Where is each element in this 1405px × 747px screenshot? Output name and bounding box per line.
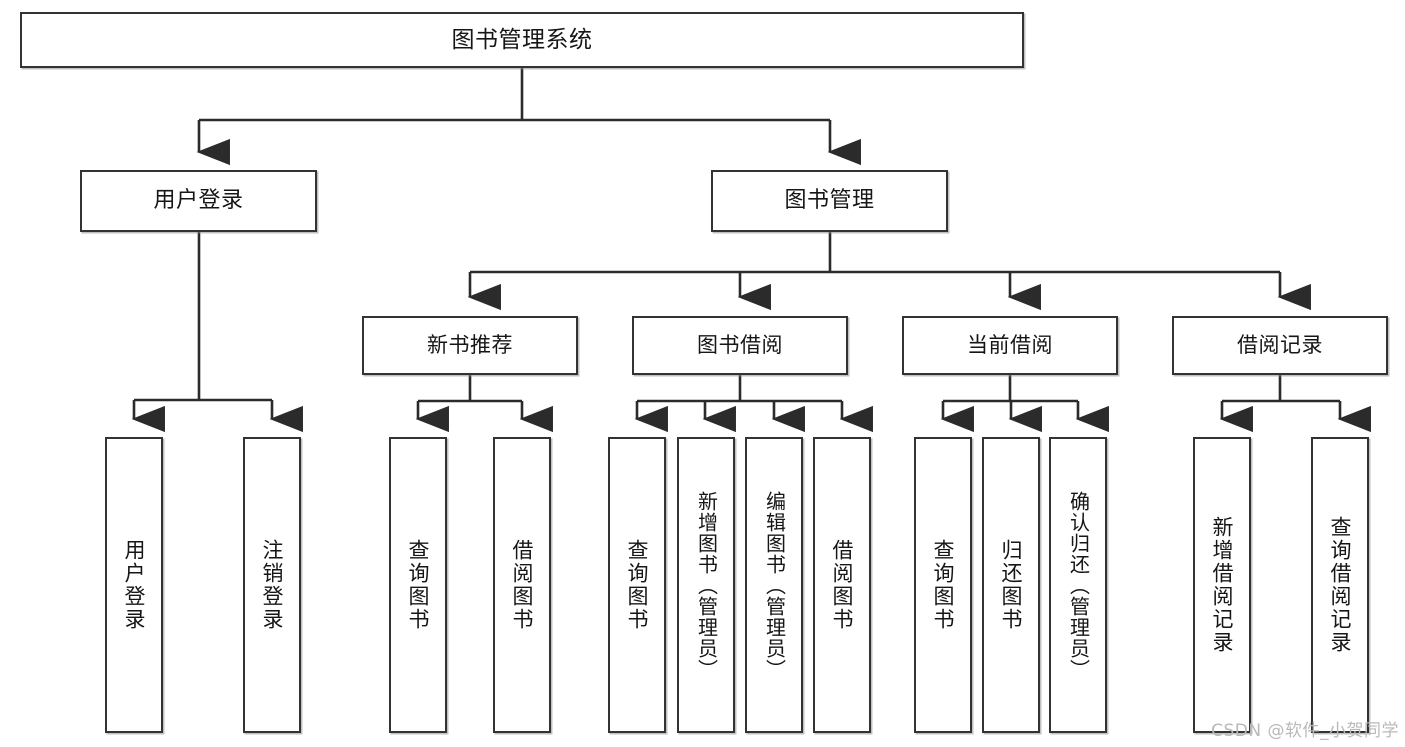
leaf-recommend-query-book[interactable]: 查询图书	[389, 437, 447, 733]
leaf-borrow-borrow-book[interactable]: 借阅图书	[813, 437, 871, 733]
leaf-record-add-borrow-record[interactable]: 新增借阅记录	[1193, 437, 1251, 733]
leaf-record-add-borrow-record-label: 新增借阅记录	[1210, 516, 1235, 654]
node-new-book-recommend[interactable]: 新书推荐	[362, 316, 578, 375]
leaf-logout-label: 注销登录	[260, 539, 285, 631]
leaf-recommend-borrow-book-label: 借阅图书	[510, 539, 535, 631]
leaf-borrow-edit-book-admin[interactable]: 编辑图书（管理员）	[745, 437, 803, 733]
node-book-management-label: 图书管理	[784, 188, 875, 214]
leaf-record-query-borrow-record-label: 查询借阅记录	[1328, 516, 1353, 654]
leaf-recommend-query-book-label: 查询图书	[406, 539, 431, 631]
leaf-record-query-borrow-record[interactable]: 查询借阅记录	[1311, 437, 1369, 733]
node-current-borrow-label: 当前借阅	[967, 333, 1053, 358]
leaf-current-confirm-return-admin-label: 确认归还（管理员）	[1066, 490, 1091, 680]
node-user-login[interactable]: 用户登录	[80, 170, 317, 232]
leaf-current-return-book[interactable]: 归还图书	[982, 437, 1040, 733]
leaf-logout[interactable]: 注销登录	[243, 437, 301, 733]
node-user-login-label: 用户登录	[153, 188, 244, 214]
leaf-current-query-book[interactable]: 查询图书	[914, 437, 972, 733]
node-borrow-record-label: 借阅记录	[1237, 333, 1323, 358]
leaf-borrow-edit-book-admin-label: 编辑图书（管理员）	[762, 490, 787, 680]
leaf-user-login-label: 用户登录	[122, 539, 147, 631]
node-borrow-record[interactable]: 借阅记录	[1172, 316, 1388, 375]
node-new-book-recommend-label: 新书推荐	[427, 333, 513, 358]
node-book-borrow[interactable]: 图书借阅	[632, 316, 848, 375]
leaf-recommend-borrow-book[interactable]: 借阅图书	[493, 437, 551, 733]
node-current-borrow[interactable]: 当前借阅	[902, 316, 1118, 375]
leaf-borrow-add-book-admin[interactable]: 新增图书（管理员）	[677, 437, 735, 733]
leaf-current-return-book-label: 归还图书	[999, 539, 1024, 631]
node-book-borrow-label: 图书借阅	[697, 333, 783, 358]
leaf-borrow-query-book-label: 查询图书	[625, 539, 650, 631]
node-root-label: 图书管理系统	[451, 26, 593, 53]
leaf-borrow-query-book[interactable]: 查询图书	[608, 437, 666, 733]
leaf-borrow-borrow-book-label: 借阅图书	[830, 539, 855, 631]
node-book-management[interactable]: 图书管理	[711, 170, 948, 232]
leaf-current-query-book-label: 查询图书	[931, 539, 956, 631]
leaf-borrow-add-book-admin-label: 新增图书（管理员）	[694, 490, 719, 680]
leaf-current-confirm-return-admin[interactable]: 确认归还（管理员）	[1049, 437, 1107, 733]
watermark: CSDN @软件_小贺同学	[1211, 721, 1399, 741]
leaf-user-login[interactable]: 用户登录	[105, 437, 163, 733]
node-root[interactable]: 图书管理系统	[20, 12, 1024, 68]
